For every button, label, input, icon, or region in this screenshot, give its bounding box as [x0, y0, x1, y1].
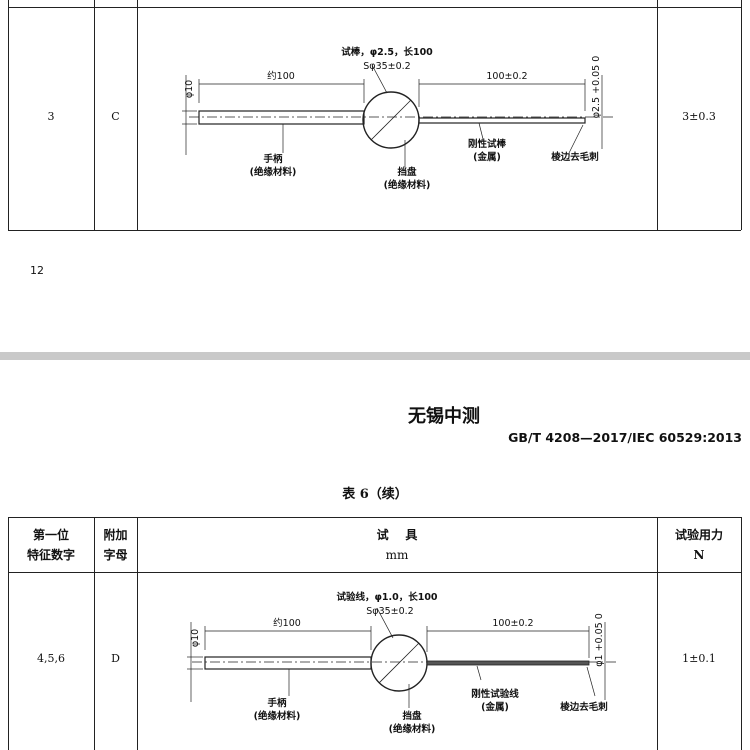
rigid-wire-shape: [426, 660, 590, 666]
page-number: 12: [30, 264, 44, 277]
header-col3: 试 具 mm: [137, 525, 657, 565]
header-col3-line2: mm: [385, 548, 409, 562]
table-border-left: [8, 517, 9, 750]
handle-label: 手柄: [267, 697, 287, 709]
sphere-diameter-line: [378, 642, 420, 684]
tip-dia-label: φ2.5 +0.05 0: [591, 56, 602, 119]
handle-dia-label: φ10: [184, 80, 195, 98]
handle-material-label: (绝缘材料): [254, 710, 301, 722]
table-title: 表 6（续）: [342, 487, 408, 502]
handle-dia-label: φ10: [190, 629, 201, 647]
handle-label: 手柄: [263, 153, 283, 165]
row-letter: C: [111, 110, 120, 123]
table-col-divider: [94, 0, 95, 230]
page-bottom: 无锡中测 GB/T 4208—2017/IEC 60529:2013 表 6（续…: [0, 360, 750, 750]
header-col2-line1: 附加: [103, 528, 128, 542]
table-col-divider: [657, 0, 658, 230]
row-code: 4,5,6: [37, 652, 65, 665]
stop-label: 挡盘: [402, 710, 422, 722]
test-wire-drawing: 试验线，φ1.0，长100 Sφ35±0.2 φ10 约100 100±0.2 …: [187, 591, 617, 735]
table-col-divider: [94, 517, 95, 750]
handle-shape: [204, 656, 372, 670]
rigid-rod-material-label: (金属): [473, 151, 501, 163]
table-header-divider: [8, 572, 741, 573]
rigid-rod-shape: [418, 117, 586, 124]
header-col1-line2: 特征数字: [26, 548, 75, 562]
rigid-wire-material-label: (金属): [481, 701, 509, 713]
sphere-diameter-line: [370, 99, 412, 141]
watermark-text: 无锡中测: [408, 406, 480, 427]
stop-material-label: (绝缘材料): [384, 179, 431, 191]
row-force: 1±0.1: [682, 652, 716, 665]
probe-label: 试验线，φ1.0，长100: [336, 591, 437, 603]
rod-length-label: 100±0.2: [492, 618, 533, 629]
header-col3-line1: 试 具: [376, 528, 418, 542]
rigid-wire-label: 刚性试验线: [471, 688, 519, 700]
stop-label: 挡盘: [397, 166, 417, 178]
page-top: 3 C 3±0.3 试棒，φ2.5，长100 Sφ35±0.2 φ10 约1: [0, 0, 750, 352]
approx-length-label: 约100: [267, 70, 295, 82]
header-col4-line2: N: [693, 548, 705, 562]
page-separator: [0, 352, 750, 360]
header-col1: 第一位 特征数字: [8, 525, 94, 565]
rigid-rod-label: 刚性试棒: [468, 138, 507, 150]
standard-number: GB/T 4208—2017/IEC 60529:2013: [508, 430, 742, 445]
deburr-label: 棱边去毛刺: [551, 151, 599, 163]
table-border-bottom: [8, 230, 741, 231]
tip-dia-label: φ1 +0.05 0: [594, 613, 605, 667]
header-col4: 试验用力 N: [657, 525, 741, 565]
header-col2: 附加 字母: [94, 525, 137, 565]
handle-shape: [198, 110, 365, 125]
header-col4-line1: 试验用力: [674, 528, 723, 542]
row-force: 3±0.3: [682, 110, 716, 123]
table-border-top: [8, 517, 741, 518]
rod-length-label: 100±0.2: [486, 71, 527, 82]
row-letter: D: [111, 652, 120, 665]
sphere-label: Sφ35±0.2: [363, 61, 410, 72]
table-col-divider: [657, 517, 658, 750]
header-col1-line1: 第一位: [32, 528, 69, 542]
table-row-divider: [8, 7, 741, 8]
handle-material-label: (绝缘材料): [250, 166, 297, 178]
table-col-divider: [137, 517, 138, 750]
table-border-right: [741, 517, 742, 750]
sphere-label: Sφ35±0.2: [366, 606, 413, 617]
header-col2-line2: 字母: [103, 548, 128, 562]
stop-material-label: (绝缘材料): [389, 723, 436, 735]
row-code: 3: [47, 110, 55, 123]
table-border-right: [741, 0, 742, 230]
probe-label: 试棒，φ2.5，长100: [341, 46, 433, 58]
test-probe-drawing: 试棒，φ2.5，长100 Sφ35±0.2 φ10 约100 100±0.2 φ…: [182, 46, 615, 191]
approx-length-label: 约100: [273, 617, 301, 629]
table-col-divider: [137, 0, 138, 230]
deburr-label: 棱边去毛刺: [560, 701, 608, 713]
table-border-left: [8, 0, 9, 230]
